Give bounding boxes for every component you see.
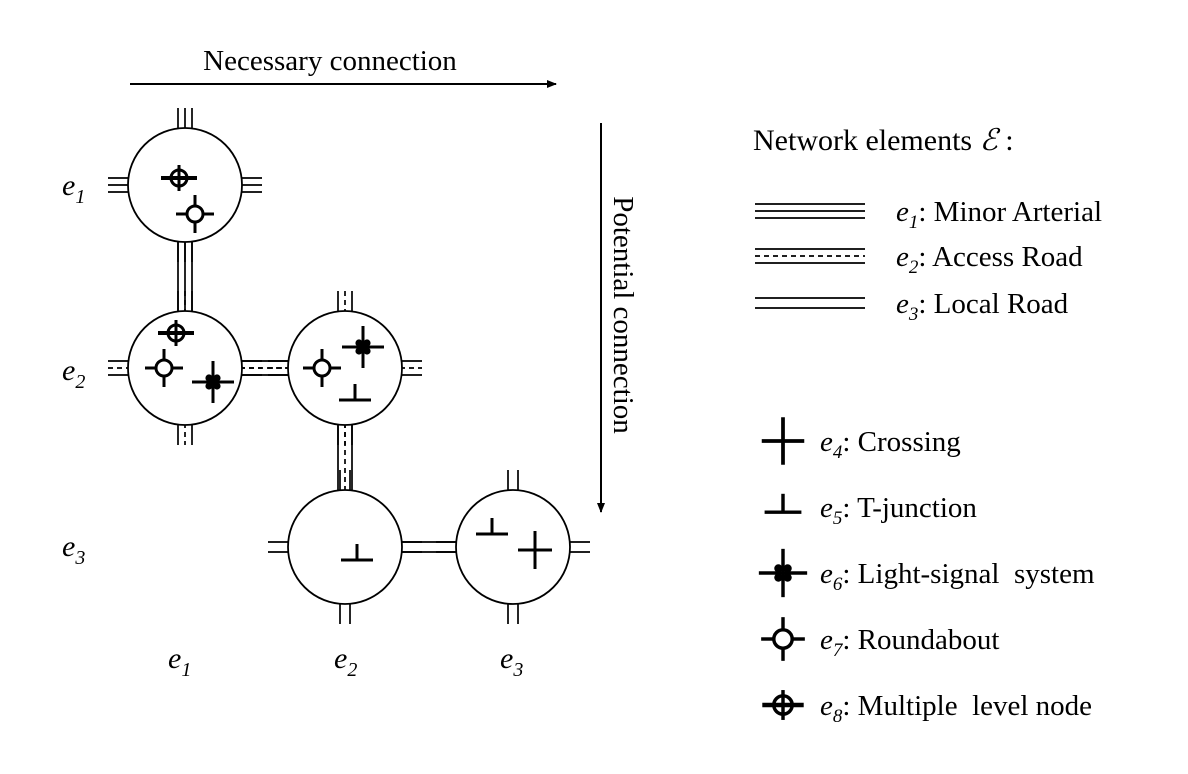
t-junction-icon [476, 518, 508, 536]
multi-level-icon [158, 320, 194, 346]
double-road-swatch [755, 297, 865, 309]
legend-node-e4: e4: Crossing [761, 417, 961, 465]
roundabout-icon [145, 349, 183, 387]
road-stub-top [177, 291, 193, 313]
road-stub-left [436, 541, 458, 553]
column-labels: e1 e2 e3 [168, 642, 523, 681]
matrix-cell-r2-c2 [268, 291, 422, 445]
legend-title: Network elements ℰ : [753, 123, 1014, 158]
row-labels: e1 e2 e3 [62, 169, 85, 569]
row-label-e2: e2 [62, 354, 85, 393]
triple-road-swatch [755, 203, 865, 219]
necessary-connection-axis: Necessary connection [130, 45, 557, 88]
legend-road-label: e3: Local Road [896, 288, 1069, 325]
connector-r2c1-r2c2 [240, 360, 290, 376]
road-stub-bottom [177, 423, 193, 445]
crossing-icon [518, 531, 552, 569]
road-stub-left [108, 177, 130, 193]
road-stub-top [507, 470, 519, 492]
legend-roads: e1: Minor Arterial e2: Access Road e3: Loc… [755, 196, 1102, 325]
road-stub-right [400, 360, 422, 376]
legend-nodes: e4: Crossing e5: T-junction e6: Light-sign… [758, 417, 1095, 727]
dashed-center-road-swatch [755, 248, 865, 264]
road-stub-left [268, 541, 290, 553]
node-circle [455, 489, 571, 605]
legend-node-e5: e5: T-junction [764, 492, 977, 529]
road-stub-top [177, 108, 193, 130]
legend-road-e3: e3: Local Road [755, 288, 1069, 325]
legend-node-label: e6: Light-signal system [820, 558, 1095, 595]
roundabout-icon [176, 195, 214, 233]
road-stub-bottom [337, 423, 353, 445]
multi-level-icon [762, 690, 804, 720]
connector-r3c2-r3c3 [400, 541, 458, 553]
legend-node-e8: e8: Multiple level node [762, 690, 1092, 727]
road-stub-right [400, 541, 422, 553]
matrix-cell-r3-c2 [268, 470, 422, 624]
t-junction-icon [339, 384, 371, 402]
col-label-e1: e1 [168, 642, 191, 681]
potential-connection-label: Potential connection [607, 196, 639, 434]
light-signal-icon [192, 361, 234, 403]
legend-road-label: e2: Access Road [896, 241, 1083, 278]
col-label-e2: e2 [334, 642, 357, 681]
legend-node-e7: e7: Roundabout [761, 617, 999, 661]
legend-node-label: e4: Crossing [820, 426, 961, 463]
roundabout-icon [761, 617, 805, 661]
legend-road-e1: e1: Minor Arterial [755, 196, 1102, 233]
t-junction-icon [341, 544, 373, 562]
road-stub-left [108, 360, 130, 376]
road-stub-right [240, 177, 262, 193]
road-stub-bottom [339, 602, 351, 624]
node-circle [287, 310, 403, 426]
necessary-connection-label: Necessary connection [203, 45, 457, 77]
potential-connection-axis: Potential connection [597, 123, 639, 513]
legend: Network elements ℰ : e1: Minor Arteriale… [753, 123, 1102, 727]
matrix-cells [108, 108, 590, 624]
roundabout-icon [303, 349, 341, 387]
road-stub-bottom [177, 240, 193, 262]
matrix-cell-r2-c1 [108, 291, 262, 445]
matrix-cell-r3-c3 [436, 470, 590, 624]
legend-node-label: e5: T-junction [820, 492, 977, 529]
crossing-icon [761, 417, 805, 465]
road-stub-right [240, 360, 262, 376]
legend-node-e6: e6: Light-signal system [758, 548, 1095, 598]
node-circle [287, 489, 403, 605]
road-stub-right [568, 541, 590, 553]
legend-node-label: e7: Roundabout [820, 624, 999, 661]
light-signal-icon [758, 548, 808, 598]
row-label-e3: e3 [62, 530, 85, 569]
row-label-e1: e1 [62, 169, 85, 208]
matrix-cell-r1-c1 [108, 108, 262, 262]
legend-node-label: e8: Multiple level node [820, 690, 1092, 727]
legend-road-e2: e2: Access Road [755, 241, 1083, 278]
road-stub-left [268, 360, 290, 376]
legend-road-label: e1: Minor Arterial [896, 196, 1102, 233]
road-stub-bottom [507, 602, 519, 624]
road-stub-top [337, 291, 353, 313]
col-label-e3: e3 [500, 642, 523, 681]
road-stub-top [339, 470, 351, 492]
multi-level-icon [161, 165, 197, 191]
light-signal-icon [342, 326, 384, 368]
t-junction-icon [764, 493, 802, 514]
